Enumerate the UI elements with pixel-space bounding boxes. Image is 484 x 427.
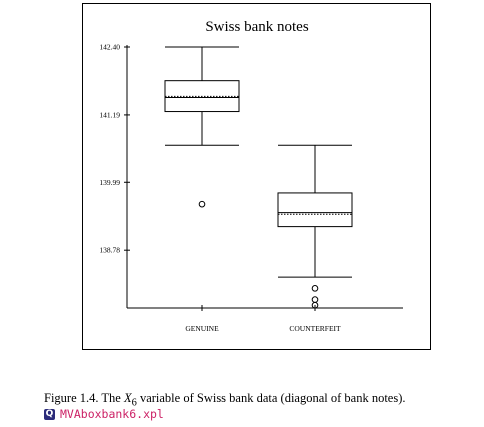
quantlet-q-icon: Q: [44, 408, 55, 420]
caption-text-after: variable of Swiss bank data (diagonal of…: [136, 391, 406, 405]
figure-frame: Swiss bank notes 142.40 141.19 139.99 138.78…: [82, 3, 431, 350]
caption-variable: X: [123, 391, 132, 405]
boxplot-chart: Swiss bank notes 142.40 141.19 139.99 138.78…: [99, 19, 403, 333]
y-tick-label: 141.19: [99, 110, 120, 119]
outlier-point: [311, 285, 319, 292]
caption-text-before: The: [101, 391, 124, 405]
outlier-point: [198, 200, 206, 208]
y-tick-label: 138.78: [99, 246, 120, 255]
chart-title: Swiss bank notes: [205, 19, 309, 35]
x-tick-label: GENUINE: [185, 324, 219, 333]
caption-subscript: 6: [131, 397, 137, 409]
figure-caption: Figure 1.4. The X6 variable of Swiss ban…: [44, 391, 480, 409]
y-tick-label: 142.40: [99, 43, 120, 52]
x-tick-label: COUNTERFEIT: [289, 324, 341, 333]
caption-label: Figure 1.4.: [44, 391, 99, 405]
outlier-point: [311, 296, 319, 303]
y-tick-label: 139.99: [99, 178, 120, 187]
code-reference[interactable]: Q MVAboxbank6.xpl: [44, 407, 164, 421]
iqr-box: [277, 192, 353, 228]
code-link[interactable]: MVAboxbank6.xpl: [60, 407, 164, 421]
